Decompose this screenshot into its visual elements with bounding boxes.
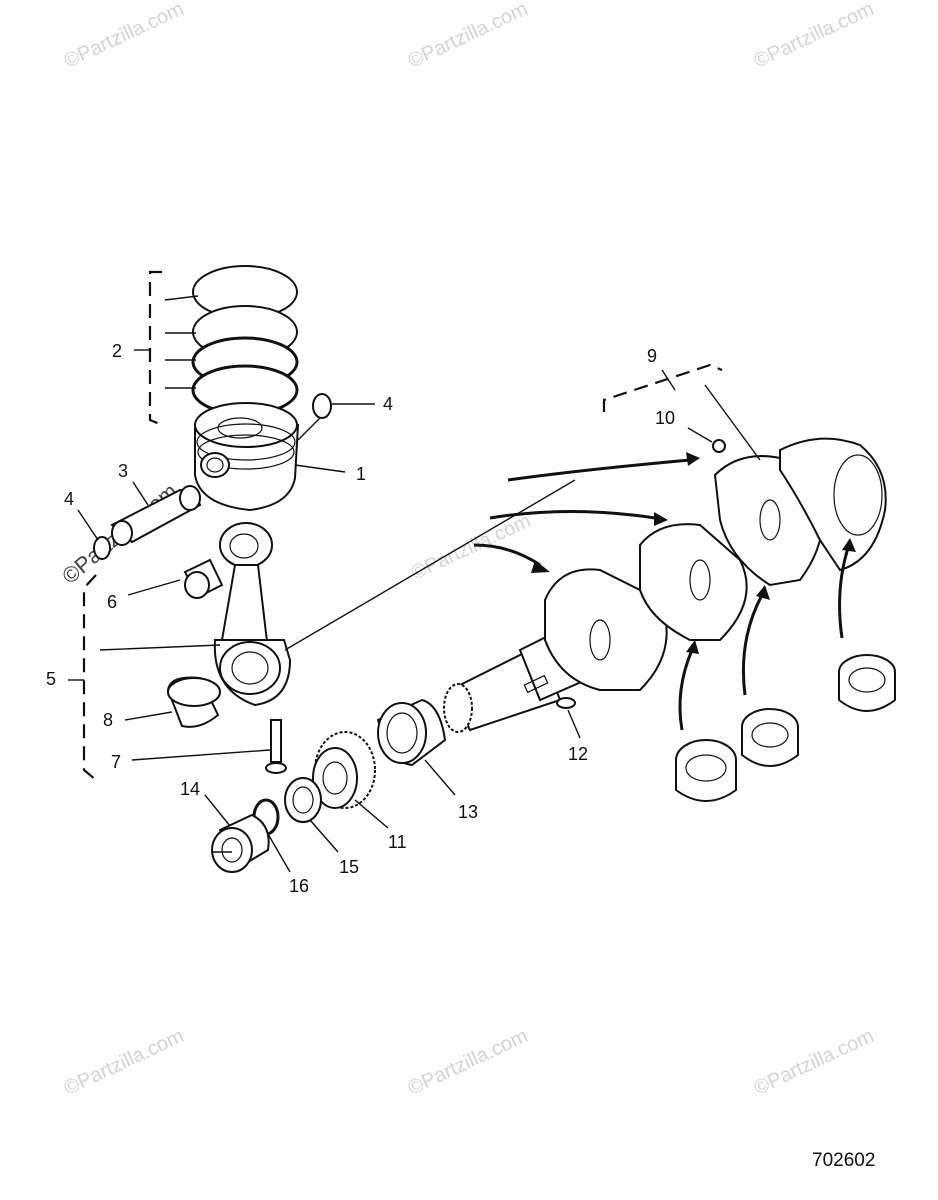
leader-10 <box>687 427 713 443</box>
watermark-mid-center: ©Partzilla.com <box>408 510 534 585</box>
rod-bolt <box>265 719 287 774</box>
leader-4-right-to-piston <box>297 417 321 441</box>
main-bearing-shells <box>675 654 896 802</box>
spacer-sleeve <box>211 813 270 873</box>
callout-14: 14 <box>180 779 200 799</box>
leader-15 <box>309 819 339 853</box>
figure-number: 702602 <box>812 1150 876 1171</box>
leader-12 <box>567 709 581 739</box>
callout-9: 9 <box>647 346 657 366</box>
rod-bracket <box>82 574 97 781</box>
rod-bearing <box>166 676 221 728</box>
leader-13 <box>424 759 456 796</box>
callout-4-left: 4 <box>64 489 74 509</box>
callout-7: 7 <box>111 752 121 772</box>
leader-9-to-crank <box>704 384 761 461</box>
leader-1 <box>294 464 346 473</box>
leader-rod <box>99 644 221 651</box>
piston <box>194 402 300 512</box>
leader-3 <box>132 481 149 506</box>
circlip-left <box>93 536 111 560</box>
callout-2: 2 <box>112 341 122 361</box>
leader-7 <box>131 749 271 761</box>
assembly-arrows <box>473 452 856 731</box>
callout-4-right: 4 <box>383 394 393 414</box>
leader-9 <box>661 369 676 391</box>
watermark-top-left: ©Partzilla.com <box>61 0 187 73</box>
small-end-bushing <box>183 558 224 599</box>
leader-4-left <box>77 509 99 541</box>
leader-11 <box>354 799 389 829</box>
piston-pin <box>110 485 202 546</box>
plug <box>712 439 726 453</box>
leader-16 <box>267 833 291 873</box>
callout-12: 12 <box>568 744 588 764</box>
callout-1: 1 <box>356 464 366 484</box>
callout-11: 11 <box>388 832 407 852</box>
ring-set-bracket <box>148 270 163 427</box>
watermark-bottom-right: ©Partzilla.com <box>751 1025 877 1100</box>
leader-14 <box>204 794 231 827</box>
main-bearing-sleeve <box>376 698 447 767</box>
callout-10: 10 <box>655 408 675 428</box>
crank-gear <box>312 731 376 809</box>
crank-bracket <box>602 363 723 412</box>
watermark-bottom-center: ©Partzilla.com <box>405 1025 531 1100</box>
leader-8 <box>124 711 173 721</box>
callout-6: 6 <box>107 592 117 612</box>
thrust-washer <box>284 777 322 823</box>
watermark-bottom-left: ©Partzilla.com <box>61 1025 187 1100</box>
piston-rings <box>164 265 299 416</box>
leader-6 <box>127 579 181 596</box>
callout-3: 3 <box>118 461 128 481</box>
woodruff-key <box>556 697 576 709</box>
callout-16: 16 <box>289 876 309 896</box>
callout-8: 8 <box>103 710 113 730</box>
callout-5: 5 <box>46 669 56 689</box>
leader-rod-crank <box>284 479 576 651</box>
watermark-top-right: ©Partzilla.com <box>751 0 877 73</box>
circlip-right <box>312 393 332 419</box>
watermark-top-center: ©Partzilla.com <box>405 0 531 73</box>
callout-15: 15 <box>339 857 359 877</box>
crankshaft <box>443 437 887 733</box>
callout-13: 13 <box>458 802 478 822</box>
connecting-rod <box>213 522 292 707</box>
